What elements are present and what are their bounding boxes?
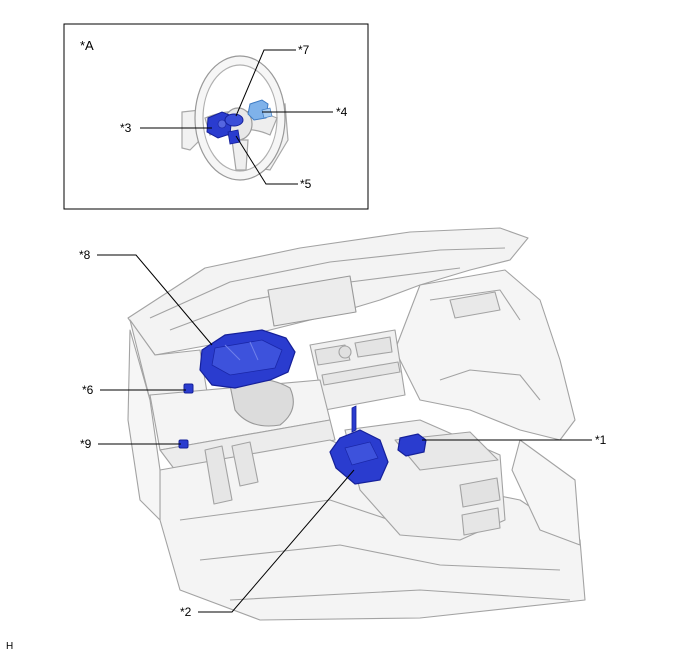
inset-leader-lines	[140, 49, 333, 185]
part-7-spiral	[224, 113, 244, 127]
callout-8: *8	[79, 248, 91, 262]
callout-2: *2	[180, 605, 192, 619]
steering-parts	[206, 99, 273, 145]
callout-6: *6	[82, 383, 94, 397]
part-1-module	[397, 433, 427, 457]
figure-code: H	[6, 641, 14, 652]
callout-4: *4	[336, 105, 348, 119]
leader-8	[97, 254, 213, 346]
leader-2	[198, 469, 355, 613]
callout-7: *7	[298, 43, 310, 57]
inset-label: *A	[80, 38, 94, 53]
callout-5: *5	[300, 177, 312, 191]
leader-5	[235, 135, 298, 185]
car-interior-illustration	[127, 227, 586, 621]
leader-7	[235, 49, 296, 117]
part-6	[183, 383, 194, 394]
callout-3: *3	[120, 121, 132, 135]
callout-9: *9	[80, 437, 92, 451]
main-leader-lines	[97, 254, 592, 613]
main-parts	[178, 329, 427, 485]
inset-box	[63, 23, 369, 210]
callout-1: *1	[595, 433, 607, 447]
part-5	[227, 129, 241, 145]
